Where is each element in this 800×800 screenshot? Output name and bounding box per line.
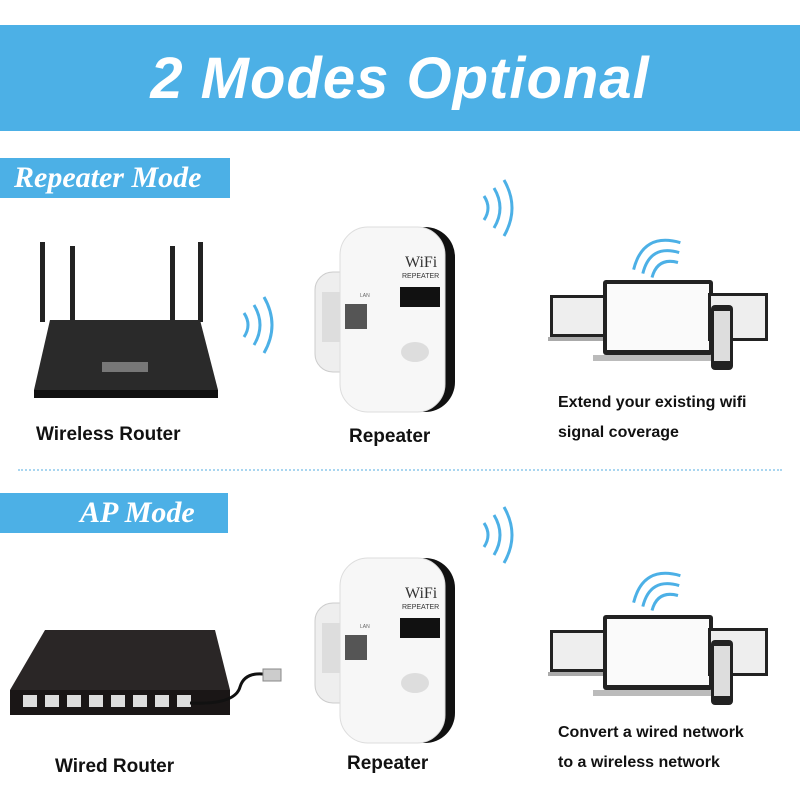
wifi-signal-icon	[632, 571, 681, 611]
repeater-label: Repeater	[349, 426, 431, 447]
repeater-port-text: LAN	[360, 624, 370, 630]
repeater-type-text: REPEATER	[402, 604, 439, 611]
description-line-2: to a wireless network	[558, 754, 720, 771]
repeater-brand-text: WiFi	[405, 254, 438, 271]
devices-image	[548, 615, 768, 705]
ap-mode-tag: AP Mode	[0, 493, 228, 533]
wifi-signal-icon	[482, 506, 514, 564]
header-banner: 2 Modes Optional	[0, 25, 800, 131]
wifi-signal-icon	[242, 296, 274, 354]
wifi-signal-icon	[632, 238, 681, 278]
repeater-mode-description: Extend your existing wifi signal coverag…	[558, 388, 746, 448]
repeater-image: WiFi REPEATER LAN	[314, 557, 455, 744]
description-line-1: Convert a wired network	[558, 724, 744, 741]
wireless-router-image	[34, 242, 218, 398]
section-divider	[18, 469, 782, 471]
page-title: 2 Modes Optional	[150, 45, 650, 111]
repeater-type-text: REPEATER	[402, 273, 439, 280]
ap-mode-description: Convert a wired network to a wireless ne…	[558, 718, 744, 778]
repeater-mode-tag: Repeater Mode	[0, 158, 230, 198]
ap-mode-label: AP Mode	[80, 496, 195, 529]
wired-switch-image	[10, 630, 282, 715]
devices-image	[548, 280, 768, 370]
repeater-image: WiFi REPEATER LAN	[314, 226, 455, 413]
description-line-2: signal coverage	[558, 424, 679, 441]
repeater-brand-text: WiFi	[405, 585, 438, 602]
repeater-port-text: LAN	[360, 293, 370, 299]
wifi-signal-icon	[482, 179, 514, 237]
repeater-mode-label: Repeater Mode	[14, 161, 202, 194]
wireless-router-label: Wireless Router	[36, 424, 181, 445]
repeater-label-ap: Repeater	[347, 753, 429, 774]
description-line-1: Extend your existing wifi	[558, 394, 747, 411]
wired-router-label: Wired Router	[55, 756, 175, 777]
